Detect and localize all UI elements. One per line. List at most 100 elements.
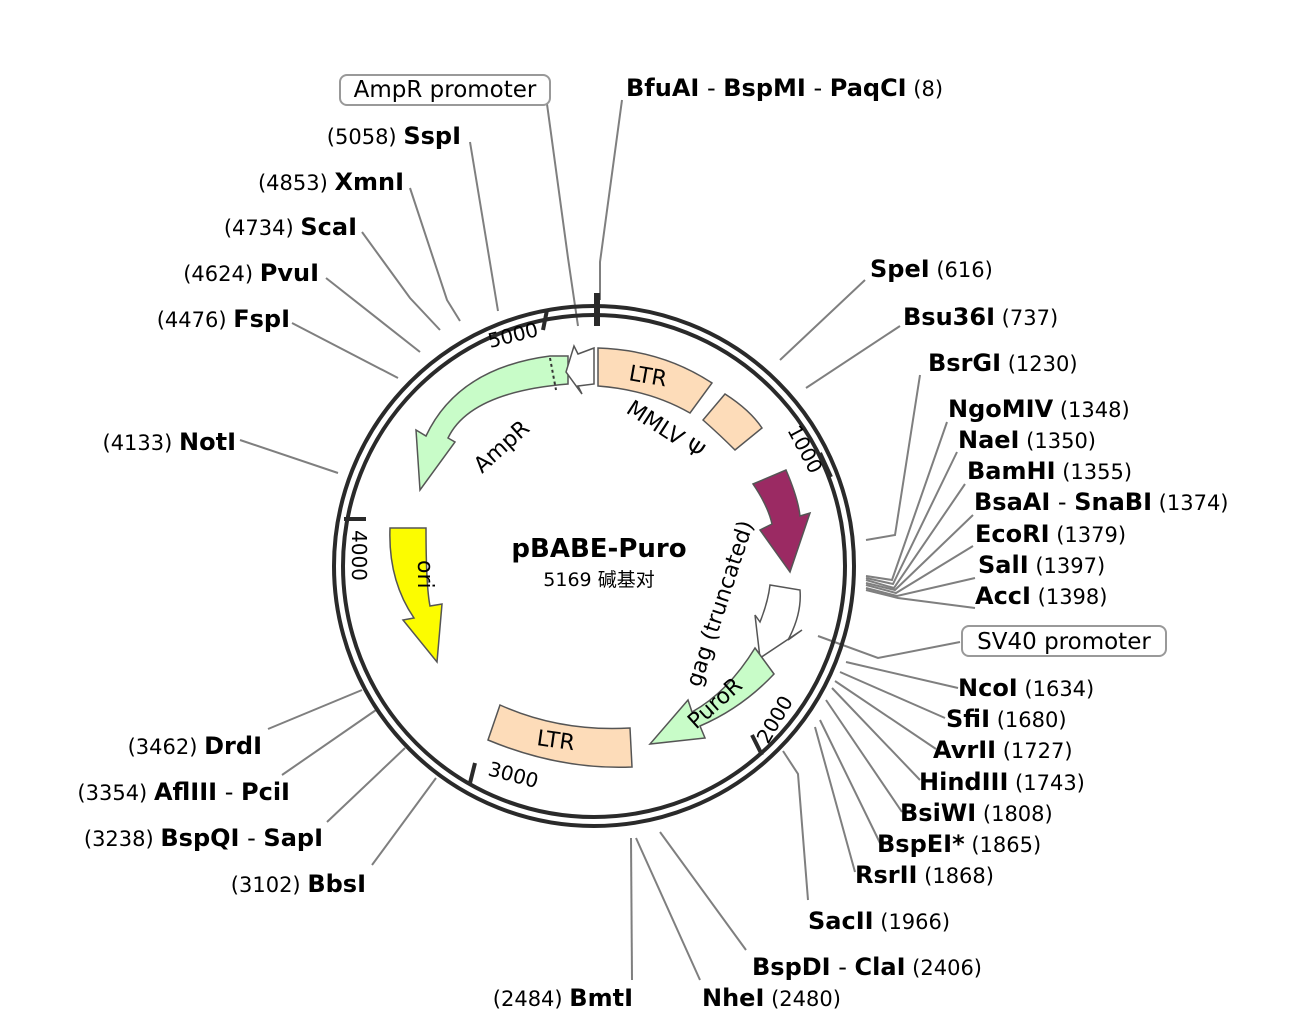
site-separator: - xyxy=(831,953,855,981)
site-label-sacii: SacII (1966) xyxy=(808,907,950,935)
site-enzyme-name: AccI xyxy=(975,582,1031,610)
site-separator: - xyxy=(239,824,263,852)
site-enzyme-name: Bsu36I xyxy=(903,303,995,331)
site-label-bsiwi: BsiWI (1808) xyxy=(900,799,1053,827)
site-label-bspqi: (3238) BspQI - SapI xyxy=(84,824,323,852)
site-enzyme-name: PciI xyxy=(241,778,290,806)
site-enzyme-name: AvrII xyxy=(933,736,996,764)
site-position: (4476) xyxy=(157,308,234,332)
site-position: (3238) xyxy=(84,827,161,851)
site-enzyme-name: BamHI xyxy=(967,457,1056,485)
feature-purple-arrow xyxy=(751,469,812,574)
tick-label-5000: 5000 xyxy=(485,317,540,353)
site-enzyme-name: BsrGI xyxy=(928,349,1001,377)
site-position: (737) xyxy=(995,306,1058,330)
site-enzyme-name: BfuAI xyxy=(626,74,699,102)
site-label-sspi: (5058) SspI xyxy=(327,122,461,150)
feature-gag-truncated xyxy=(754,584,803,660)
site-label-bspei: BspEI* (1865) xyxy=(877,830,1041,858)
site-position: (8) xyxy=(907,77,943,101)
site-enzyme-name: AflIII xyxy=(154,778,217,806)
site-label-bamhi: BamHI (1355) xyxy=(967,457,1132,485)
site-enzyme-name: BspMI xyxy=(723,74,806,102)
site-position: (2484) xyxy=(493,987,570,1011)
site-label-ncoi: NcoI (1634) xyxy=(958,674,1094,702)
label-ltr-3: LTR xyxy=(535,726,576,756)
site-enzyme-name: BmtI xyxy=(569,984,633,1012)
site-position: (1808) xyxy=(976,802,1053,826)
site-enzyme-name: SalI xyxy=(978,551,1029,579)
tick-label-3000: 3000 xyxy=(486,757,541,793)
restriction-site-labels: BfuAI - BspMI - PaqCI (8)SpeI (616)Bsu36… xyxy=(77,74,1228,1012)
site-enzyme-name: NcoI xyxy=(958,674,1018,702)
plasmid-name: pBABE-Puro xyxy=(511,534,686,564)
origin-marker xyxy=(594,293,600,326)
site-label-bsu36i: Bsu36I (737) xyxy=(903,303,1058,331)
feature-ori xyxy=(389,527,443,664)
boxed-label-sv40-promoter: SV40 promoter xyxy=(961,625,1167,657)
site-label-scai: (4734) ScaI xyxy=(224,213,357,241)
site-enzyme-name: PvuI xyxy=(260,259,319,287)
site-enzyme-name: RsrII xyxy=(855,861,917,889)
site-label-bsrgi: BsrGI (1230) xyxy=(928,349,1078,377)
site-label-naei: NaeI (1350) xyxy=(958,426,1096,454)
feature-ltr-5 xyxy=(597,347,714,414)
site-position: (2406) xyxy=(906,956,983,980)
site-enzyme-name: BbsI xyxy=(307,870,366,898)
site-position: (1868) xyxy=(917,864,994,888)
feature-ltr-3 xyxy=(487,703,633,769)
site-enzyme-name: BspEI* xyxy=(877,830,965,858)
feature-mmlv-psi xyxy=(701,393,764,452)
site-enzyme-name: SspI xyxy=(403,122,461,150)
label-ampr: AmpR xyxy=(469,416,535,479)
site-enzyme-name: BspQI xyxy=(160,824,239,852)
site-position: (2480) xyxy=(764,987,841,1011)
site-position: (1379) xyxy=(1050,523,1127,547)
site-position: (1355) xyxy=(1056,460,1133,484)
boxed-label-ampr-promoter: AmpR promoter xyxy=(339,74,551,106)
site-enzyme-name: SapI xyxy=(263,824,323,852)
site-label-hindiii: HindIII (1743) xyxy=(919,768,1085,796)
site-label-fspi: (4476) FspI xyxy=(157,305,290,333)
site-enzyme-name: BsiWI xyxy=(900,799,976,827)
site-position: (4853) xyxy=(258,171,335,195)
site-label-noti: (4133) NotI xyxy=(103,428,237,456)
site-position: (1634) xyxy=(1018,677,1095,701)
site-position: (1743) xyxy=(1008,771,1085,795)
site-label-bsaai: BsaAI - SnaBI (1374) xyxy=(974,488,1229,516)
site-position: (1348) xyxy=(1053,398,1130,422)
site-enzyme-name: SacII xyxy=(808,907,874,935)
plasmid-size: 5169 碱基对 xyxy=(543,569,654,591)
site-label-nhei: NheI (2480) xyxy=(702,984,841,1012)
tick-label-1000: 1000 xyxy=(783,421,828,477)
site-enzyme-name: SnaBI xyxy=(1074,488,1152,516)
site-enzyme-name: NaeI xyxy=(958,426,1020,454)
site-position: (4624) xyxy=(183,262,260,286)
site-label-avrii: AvrII (1727) xyxy=(933,736,1073,764)
site-position: (3462) xyxy=(128,735,205,759)
site-label-ngomiv: NgoMIV (1348) xyxy=(948,395,1130,423)
site-enzyme-name: XmnI xyxy=(334,168,404,196)
site-position: (4133) xyxy=(103,431,180,455)
site-position: (1865) xyxy=(965,833,1042,857)
site-label-acci: AccI (1398) xyxy=(975,582,1107,610)
site-enzyme-name: BspDI xyxy=(752,953,831,981)
boxed-label-sv40-promoter-text: SV40 promoter xyxy=(977,629,1151,655)
site-label-spei: SpeI (616) xyxy=(870,255,993,283)
feature-puror xyxy=(648,646,775,745)
site-label-pvui: (4624) PvuI xyxy=(183,259,319,287)
site-label-bbsi: (3102) BbsI xyxy=(231,870,366,898)
leader-lines xyxy=(239,99,976,981)
tick-label-4000: 4000 xyxy=(347,530,371,581)
site-enzyme-name: EcoRI xyxy=(975,520,1050,548)
site-enzyme-name: NotI xyxy=(179,428,236,456)
site-label-rsrii: RsrII (1868) xyxy=(855,861,994,889)
site-enzyme-name: NheI xyxy=(702,984,764,1012)
site-label-bspdi: BspDI - ClaI (2406) xyxy=(752,953,982,981)
site-label-drdi: (3462) DrdI xyxy=(128,732,262,760)
site-enzyme-name: SfiI xyxy=(946,705,990,733)
site-enzyme-name: NgoMIV xyxy=(948,395,1054,423)
site-label-sali: SalI (1397) xyxy=(978,551,1105,579)
site-label-sfii: SfiI (1680) xyxy=(946,705,1067,733)
